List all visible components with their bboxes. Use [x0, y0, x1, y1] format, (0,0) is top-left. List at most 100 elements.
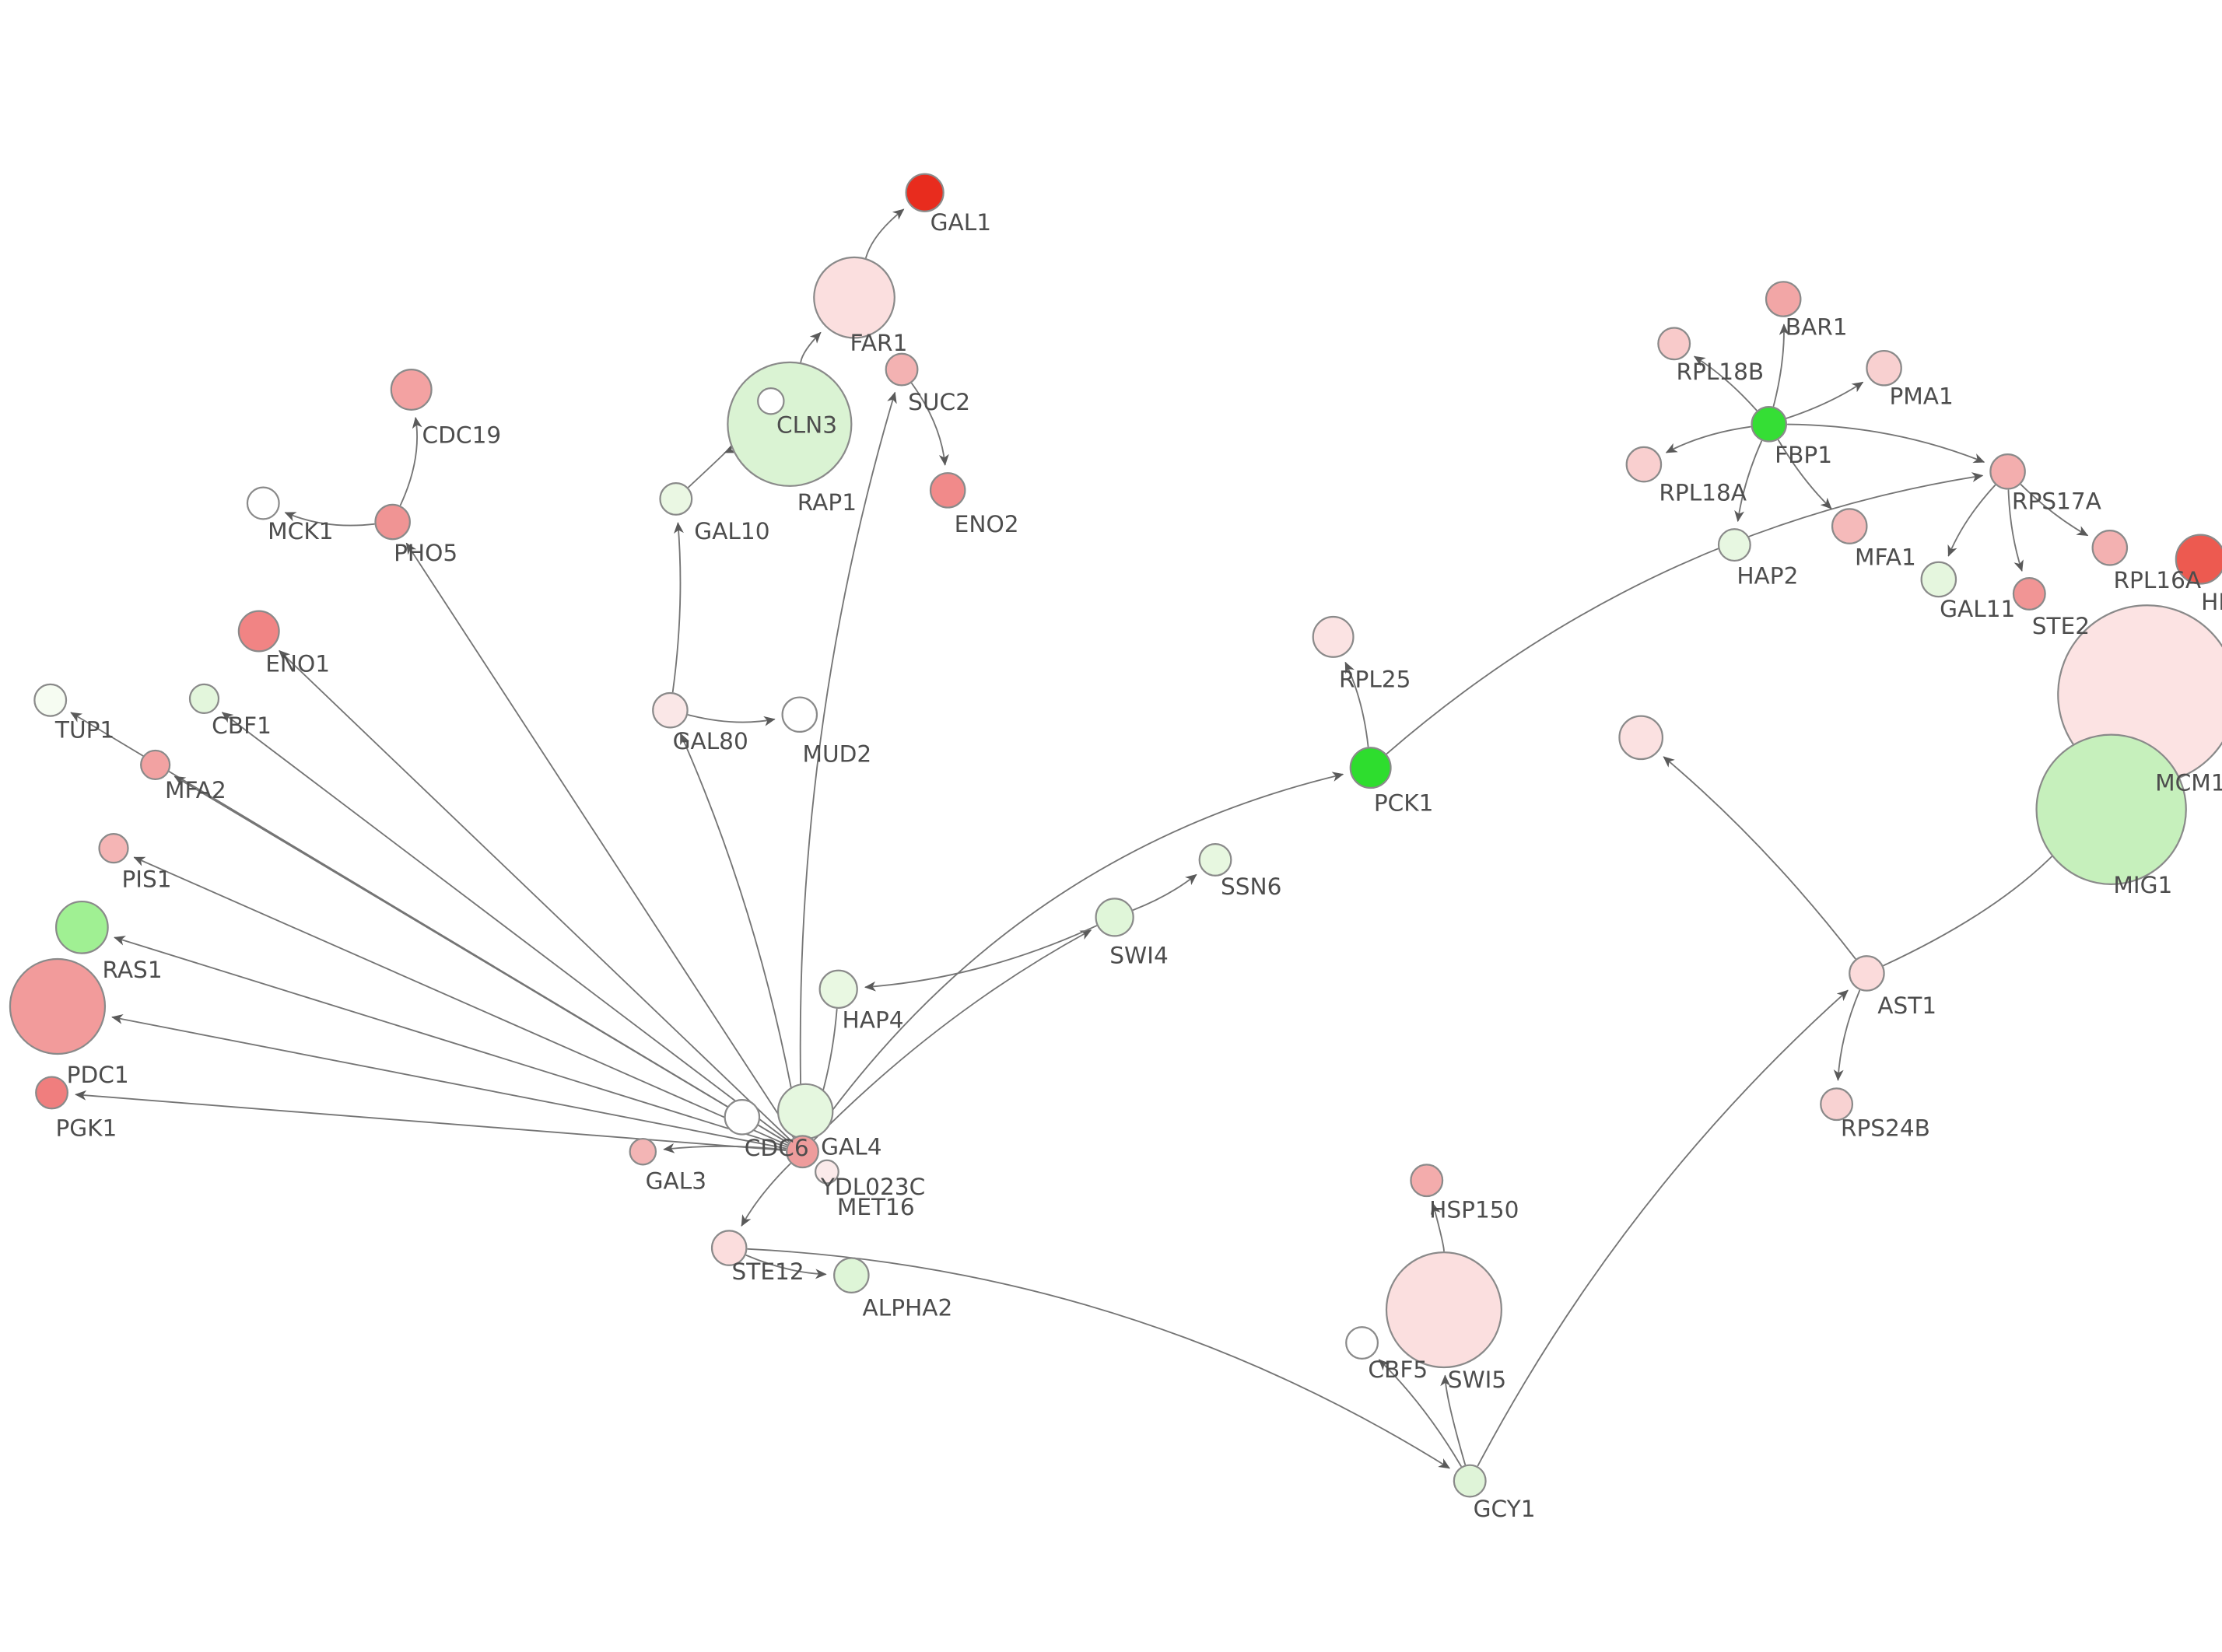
edge-AST1-to-RPS24B — [1833, 989, 1861, 1081]
edge-PCK1-to-RPS17A — [1386, 472, 1984, 754]
node-MET16[interactable] — [815, 1159, 839, 1185]
node-ENO1[interactable] — [237, 610, 280, 653]
node-GCY1[interactable] — [1453, 1464, 1487, 1498]
node-GAL1[interactable] — [905, 173, 945, 212]
edge-FBP1-to-RPS17A — [1786, 423, 1985, 464]
node-AST1[interactable] — [1849, 955, 1885, 992]
edge-FBP1-to-MFA1 — [1777, 439, 1832, 509]
node-ALPHA2[interactable] — [833, 1257, 870, 1293]
node-CDC6[interactable] — [724, 1099, 761, 1136]
node-label-ENO1: ENO1 — [265, 650, 330, 677]
node-label-SWI5: SWI5 — [1448, 1367, 1507, 1393]
node-FBP1[interactable] — [1751, 406, 1788, 443]
edge-GAL4-to-GAL80 — [679, 733, 801, 1136]
node-label-GCY1: GCY1 — [1474, 1496, 1536, 1522]
edge-FBP1-to-BAR1 — [1772, 324, 1789, 407]
node-label-MFA1: MFA1 — [1855, 544, 1916, 570]
node-RPS17A[interactable] — [1989, 453, 2026, 490]
edge-PHO5-to-CDC19 — [399, 416, 422, 506]
node-label-HSP150: HSP150 — [1429, 1197, 1519, 1223]
node-YDL023C[interactable] — [776, 1083, 834, 1140]
node-CLN3[interactable] — [727, 361, 853, 487]
edge-STE12-to-ALPHA2 — [745, 1255, 827, 1279]
node-FAR1[interactable] — [813, 256, 895, 339]
node-label-RPL18A: RPL18A — [1659, 479, 1747, 506]
node-label-HAP2: HAP2 — [1737, 563, 1798, 590]
node-label-PCK1: PCK1 — [1374, 790, 1434, 817]
node-MCK1[interactable] — [246, 486, 280, 520]
edge-FBP1-to-HAP2 — [1734, 440, 1763, 523]
node-label-CBF1: CBF1 — [212, 712, 272, 739]
node-label-GAL4: GAL4 — [821, 1133, 881, 1160]
node-CBF1[interactable] — [188, 683, 220, 714]
node-SWI5[interactable] — [1385, 1251, 1502, 1369]
node-label-FBP1: FBP1 — [1775, 442, 1832, 468]
node-MUD2[interactable] — [781, 696, 818, 733]
node-SUC2[interactable] — [885, 352, 919, 387]
node-label-MUD2: MUD2 — [802, 741, 871, 768]
node-STE2[interactable] — [2012, 577, 2046, 611]
node-unnamed1[interactable] — [1618, 715, 1664, 761]
node-PMA1[interactable] — [1866, 349, 1902, 387]
edge-GAL4-to-PHO5 — [405, 542, 794, 1138]
node-GAL10[interactable] — [659, 482, 693, 516]
node-CBF5[interactable] — [1345, 1326, 1379, 1360]
node-TUP1[interactable] — [33, 683, 68, 717]
node-label-RPS24B: RPS24B — [1841, 1115, 1930, 1141]
node-PCK1[interactable] — [1349, 747, 1392, 789]
edge-SUC2-to-ENO2 — [911, 383, 949, 466]
edge-FBP1-to-PMA1 — [1786, 381, 1864, 419]
node-RPL18A[interactable] — [1625, 446, 1663, 483]
node-MFA2[interactable] — [140, 749, 171, 781]
node-label-ALPHA2: ALPHA2 — [863, 1294, 953, 1321]
node-SWI4[interactable] — [1095, 898, 1134, 937]
node-BAR1[interactable] — [1765, 281, 1802, 317]
node-RPL18B[interactable] — [1657, 327, 1691, 361]
edge-GAL4-to-MFA2 — [173, 775, 789, 1144]
edge-PHO5-to-MCK1 — [284, 512, 375, 527]
node-GAL80[interactable] — [652, 691, 689, 729]
node-label-ENO2: ENO2 — [955, 511, 1019, 537]
node-HIS4[interactable] — [2175, 534, 2222, 585]
node-label-RPL25: RPL25 — [1339, 667, 1411, 693]
edge-FAR1-to-GAL1 — [865, 208, 905, 259]
edge-GAL4-to-RAS1 — [114, 936, 787, 1147]
node-label-HAP4: HAP4 — [843, 1007, 904, 1034]
node-GAL3[interactable] — [629, 1137, 657, 1166]
node-MFA1[interactable] — [1831, 508, 1868, 544]
node-SSN6[interactable] — [1198, 842, 1232, 877]
node-label-PHO5: PHO5 — [394, 540, 457, 566]
node-RPS24B[interactable] — [1820, 1087, 1854, 1122]
node-GAL4[interactable] — [786, 1135, 819, 1169]
node-label-HIS4: HIS4 — [2201, 589, 2222, 615]
node-RAS1[interactable] — [54, 900, 109, 954]
node-label-RAP1: RAP1 — [797, 489, 857, 516]
node-PGK1[interactable] — [35, 1076, 68, 1110]
node-label-RPS17A: RPS17A — [2012, 488, 2101, 514]
node-ENO2[interactable] — [929, 472, 966, 509]
node-RPL16A[interactable] — [2091, 530, 2129, 566]
node-HAP4[interactable] — [818, 969, 858, 1009]
edge-AST1-to-unnamed1 — [1663, 756, 1856, 960]
node-GAL11[interactable] — [1920, 561, 1957, 598]
node-RPL25[interactable] — [1312, 615, 1355, 658]
node-RAP1[interactable] — [757, 387, 785, 415]
edge-RPS17A-to-RPL16A — [2020, 484, 2089, 537]
node-STE12[interactable] — [710, 1230, 748, 1266]
node-PIS1[interactable] — [98, 833, 129, 864]
node-PHO5[interactable] — [374, 503, 411, 541]
edge-GAL4-to-STE12 — [741, 1163, 791, 1227]
node-label-MFA2: MFA2 — [165, 777, 226, 803]
edge-SWI5-to-HSP150 — [1431, 1202, 1445, 1252]
node-PDC1[interactable] — [9, 957, 107, 1055]
node-MIG1[interactable] — [2035, 733, 2187, 885]
edge-SWI4-to-HAP4 — [864, 925, 1098, 992]
edge-RPS17A-to-STE2 — [2007, 489, 2024, 572]
edge-GAL10-to-CLN3 — [688, 443, 737, 488]
node-HAP2[interactable] — [1717, 528, 1751, 562]
node-HSP150[interactable] — [1410, 1164, 1444, 1198]
node-CDC19[interactable] — [390, 368, 433, 411]
edge-GAL4-to-SWI4 — [814, 929, 1092, 1140]
